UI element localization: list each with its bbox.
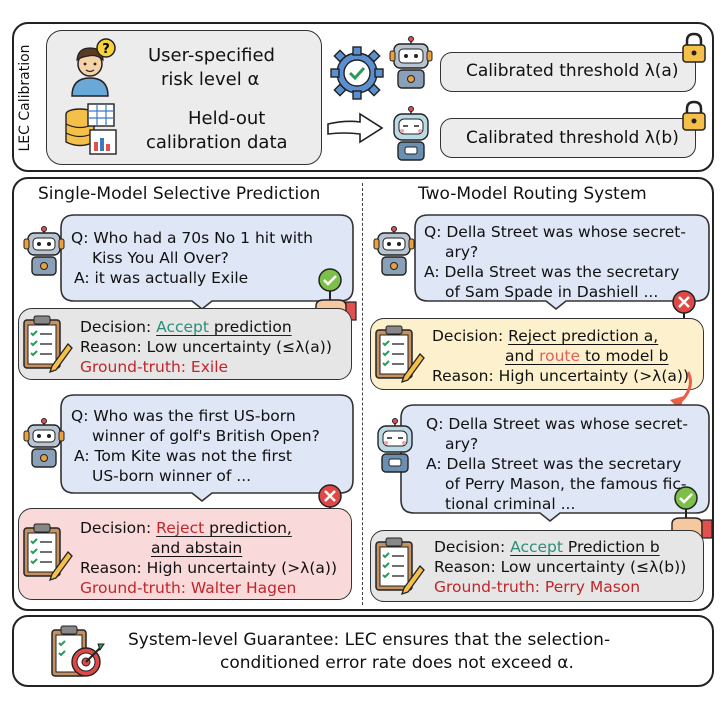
threshold-a-box <box>440 52 696 92</box>
ex2-reason: Reason: High uncertainty (>λ(a)) <box>80 559 337 577</box>
database-icon <box>65 103 117 155</box>
clipboard-icon <box>23 315 73 374</box>
ex2-answer-line1: A: Tom Kite was not the first <box>74 447 292 465</box>
single-model-title: Single-Model Selective Prediction <box>38 184 321 204</box>
route-ex2-answer-line3: tional criminal ... <box>445 495 576 513</box>
risk-level-line2: risk level α <box>161 69 260 90</box>
routing-title: Two-Model Routing System <box>418 184 647 204</box>
question-bubble <box>414 214 710 311</box>
route-ex1-decision: Decision: Reject prediction a, <box>432 327 659 345</box>
lock-icon <box>682 100 706 131</box>
ex2-decision-box <box>18 508 352 600</box>
route-word: route <box>539 347 581 365</box>
ex2-answer-line2: US-born winner of ... <box>92 467 252 485</box>
clipboard-icon <box>375 537 425 596</box>
ex1-ground-truth: Ground-truth: Exile <box>80 358 229 376</box>
ex1-answer-line1: A: it was actually Exile <box>74 269 249 287</box>
robot-icon <box>373 226 415 276</box>
threshold-b-label: Calibrated threshold λ(b) <box>466 128 679 148</box>
question-bubble <box>60 394 354 503</box>
reject-word: Reject <box>156 519 205 537</box>
ex2-ground-truth: Ground-truth: Walter Hagen <box>80 579 297 597</box>
route-ex2-answer-line2: of Perry Mason, the famous fic- <box>445 475 687 493</box>
panel-divider <box>362 183 363 605</box>
route-ex2-question-line1: Q: Della Street was whose secret- <box>426 415 688 433</box>
ex2-question-line2: winner of golf's British Open? <box>92 427 320 445</box>
ex1-reason: Reason: Low uncertainty (≤λ(a)) <box>80 338 332 356</box>
clipboard-icon <box>23 523 73 582</box>
threshold-a-label: Calibrated threshold λ(a) <box>466 61 679 81</box>
ex2-decision: Decision: Reject prediction, <box>80 519 292 537</box>
route-ex2-reason: Reason: Low uncertainty (≤λ(b)) <box>434 558 687 576</box>
question-bubble <box>400 404 710 523</box>
route-ex2-decision: Decision: Accept Prediction b <box>434 538 660 556</box>
ex2-question-line1: Q: Who was the first US-born <box>71 407 296 425</box>
route-ex2-decision-box <box>370 530 704 602</box>
ex2-decision-line2: and abstain <box>151 539 243 557</box>
accept-word: Accept <box>156 318 209 336</box>
ex1-decision-box <box>18 308 352 380</box>
accept-word: Accept <box>510 538 563 556</box>
route-ex1-answer-line1: A: Della Street was the secretary <box>424 263 680 281</box>
robot-icon <box>23 226 65 276</box>
svg-text:?: ? <box>102 42 110 57</box>
ex1-question-line1: Q: Who had a 70s No 1 hit with <box>71 229 313 247</box>
route-ex1-question-line2: ary? <box>445 243 479 261</box>
guarantee-line1: System-level Guarantee: LEC ensures that… <box>128 630 611 650</box>
arrow-icon <box>327 112 384 144</box>
lock-icon <box>682 32 706 63</box>
robot-icon <box>377 418 413 473</box>
question-bubble <box>60 214 354 311</box>
ex1-question-line2: Kiss You All Over? <box>92 249 229 267</box>
guarantee-panel <box>12 615 714 687</box>
robot-icon <box>389 36 433 89</box>
route-ex2-ground-truth: Ground-truth: Perry Mason <box>434 578 641 596</box>
route-ex1-decision-line2: and route to model b <box>505 347 669 365</box>
route-ex1-reason: Reason: High uncertainty (>λ(a)) <box>432 367 689 385</box>
threshold-b-box <box>440 118 696 158</box>
route-ex1-answer-line2: of Sam Spade in Dashiell ... <box>445 283 659 301</box>
risk-level-line1: User-specified <box>148 45 275 66</box>
user-question-icon: ? <box>71 38 116 97</box>
robot-icon <box>23 418 65 468</box>
data-line2: calibration data <box>146 132 288 153</box>
guarantee-line2: conditioned error rate does not exceed α… <box>220 653 574 673</box>
route-ex1-question-line1: Q: Della Street was whose secret- <box>424 223 686 241</box>
route-ex2-answer-line1: A: Della Street was the secretary <box>426 455 682 473</box>
route-ex2-question-line2: ary? <box>445 435 479 453</box>
clipboard-icon <box>375 325 425 384</box>
data-line1: Held-out <box>188 108 266 129</box>
gear-check-icon <box>330 46 384 100</box>
ex1-decision: Decision: Accept prediction <box>80 318 292 336</box>
target-clipboard-icon <box>51 625 105 677</box>
route-ex1-decision-box <box>370 318 704 390</box>
robot-icon <box>393 106 429 161</box>
